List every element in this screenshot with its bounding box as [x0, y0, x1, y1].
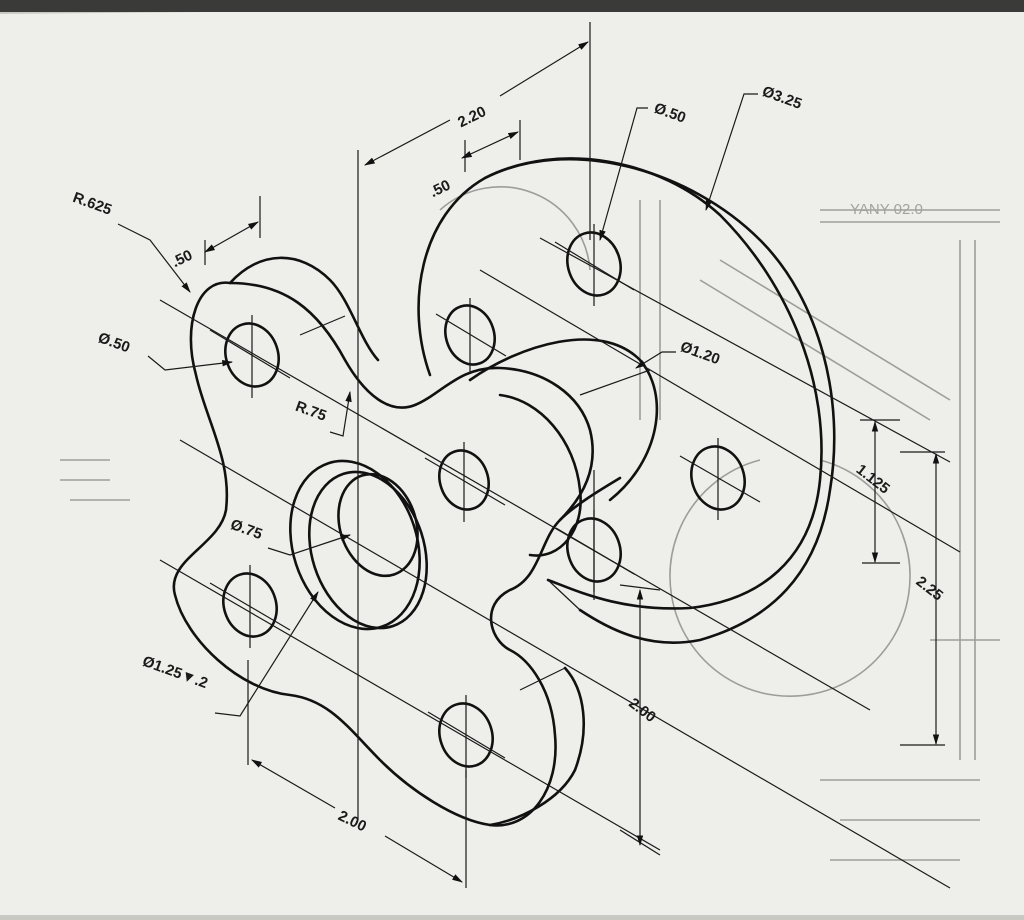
lobe-hole-bottom-left — [222, 572, 278, 638]
center-lines — [159, 224, 961, 889]
hub — [468, 338, 659, 557]
flange-hole-bottom — [566, 517, 622, 583]
flange-hole-top — [566, 231, 622, 297]
counterbore-inner-edge — [307, 470, 429, 630]
flange — [417, 157, 836, 644]
flange-front-face — [417, 157, 823, 610]
ghost-drawing: YANY 02.0 — [60, 186, 1000, 861]
flange-rear-silhouette — [483, 158, 836, 644]
paper-top-edge — [0, 0, 1024, 12]
lobe-hole-center — [438, 449, 490, 511]
paper — [0, 4, 1024, 915]
lobe-hole-bottom — [438, 702, 494, 768]
counterbore-outer — [289, 459, 421, 631]
lobed-body-rear-silhouette — [228, 256, 380, 362]
flange-hole-right — [690, 445, 746, 511]
lobed-body — [172, 256, 622, 827]
flange-hole-left — [444, 304, 496, 366]
lobed-body-front-face — [172, 281, 594, 827]
ghost-label: YANY 02.0 — [850, 201, 923, 218]
